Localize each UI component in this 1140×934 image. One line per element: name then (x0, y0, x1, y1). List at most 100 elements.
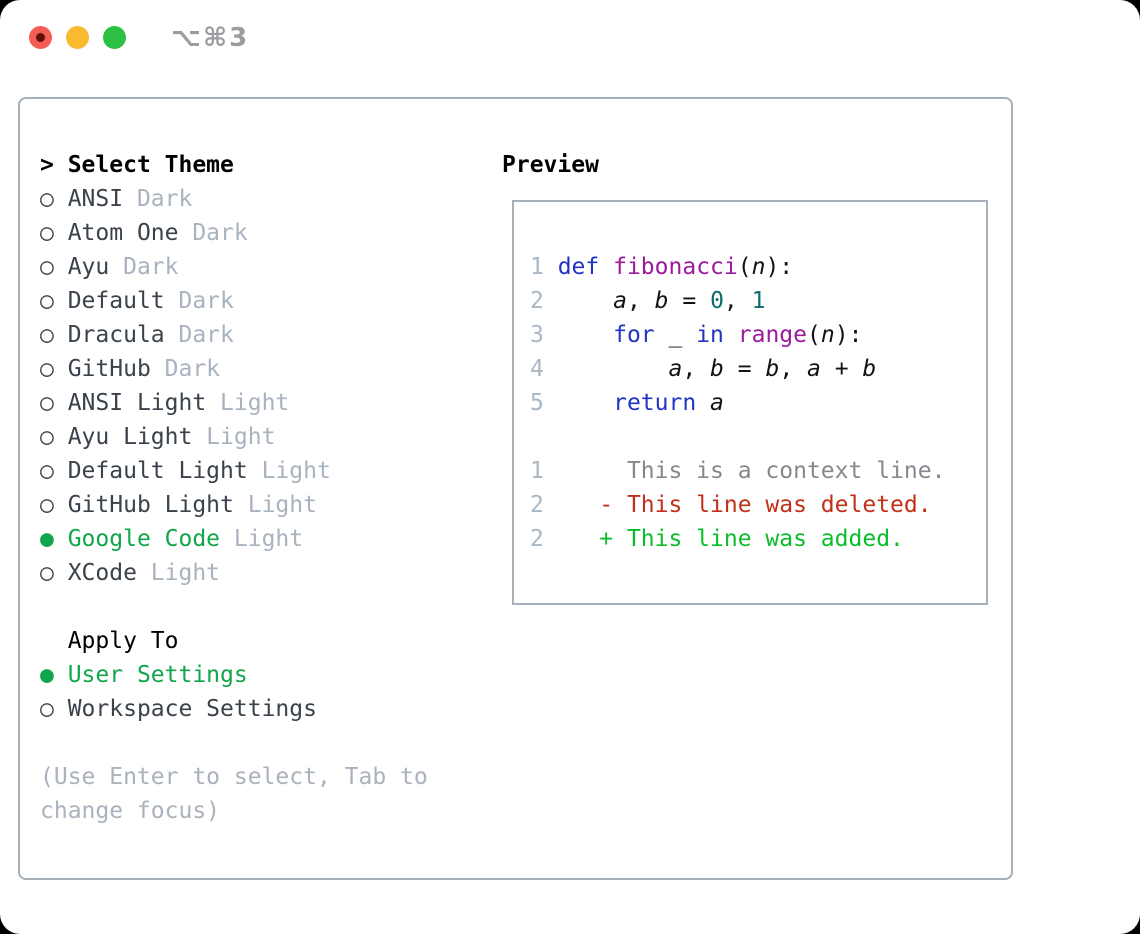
radio-icon: ○ (40, 424, 68, 450)
line-number: 1 (530, 458, 558, 484)
code-token: ( (737, 254, 752, 280)
theme-option-ayu-light[interactable]: ○ Ayu Light Light (40, 420, 502, 454)
apply-option-label: User Settings (67, 662, 248, 688)
theme-variant-badge: Dark (192, 220, 248, 246)
code-token (558, 322, 613, 348)
code-token (558, 288, 613, 314)
theme-list-column: > Select Theme ○ ANSI Dark○ Atom One Dar… (40, 148, 502, 878)
theme-option-github[interactable]: ○ GitHub Dark (40, 352, 502, 386)
code-token: return (613, 390, 697, 416)
code-token: range (737, 322, 807, 348)
theme-option-atom-one[interactable]: ○ Atom One Dark (40, 216, 502, 250)
theme-variant-badge: Dark (178, 288, 234, 314)
line-number: 3 (530, 322, 558, 348)
theme-variant-badge: Light (150, 560, 221, 586)
radio-icon: ○ (40, 186, 68, 212)
theme-name: Atom One (67, 220, 193, 246)
theme-variant-badge: Light (261, 458, 331, 484)
theme-variant-badge: Dark (123, 254, 179, 280)
theme-variant-badge: Dark (164, 356, 221, 382)
code-token: for (613, 322, 655, 348)
apply-option-label: Workspace Settings (67, 696, 317, 722)
code-token: ): (834, 322, 863, 348)
theme-selector-panel: > Select Theme ○ ANSI Dark○ Atom One Dar… (18, 97, 1013, 880)
apply-to-header: Apply To (67, 628, 179, 654)
code-token: n (751, 254, 766, 280)
theme-variant-badge: Dark (136, 186, 193, 212)
code-token: b (710, 356, 724, 382)
theme-option-google-code[interactable]: ● Google Code Light (40, 522, 502, 556)
theme-name: GitHub Light (67, 492, 248, 518)
cursor-caret-icon: > (40, 152, 68, 178)
theme-option-default-light[interactable]: ○ Default Light Light (40, 454, 502, 488)
radio-icon: ○ (40, 288, 68, 314)
code-line: 2 a, b = 0, 1 (530, 284, 986, 318)
line-number: 2 (530, 288, 558, 314)
code-token (558, 390, 613, 416)
code-token: a (668, 356, 683, 382)
code-line: 3 for _ in range(n): (530, 318, 986, 352)
code-token: a (710, 390, 724, 416)
theme-option-github-light[interactable]: ○ GitHub Light Light (40, 488, 502, 522)
theme-variant-badge: Dark (178, 322, 234, 348)
radio-selected-icon: ● (40, 662, 68, 688)
code-token: ): (765, 254, 794, 280)
theme-list: ○ ANSI Dark○ Atom One Dark○ Ayu Dark○ De… (40, 182, 502, 590)
close-button-icon[interactable] (29, 26, 52, 49)
diff-text: This is a context line. (557, 458, 946, 484)
radio-icon: ○ (40, 696, 68, 722)
apply-option-user-settings[interactable]: ● User Settings (40, 658, 502, 692)
code-token: , (626, 288, 655, 314)
diff-text: - This line was deleted. (557, 492, 932, 518)
radio-icon: ○ (40, 254, 68, 280)
theme-name: GitHub (67, 356, 165, 382)
radio-icon: ○ (40, 560, 68, 586)
code-line: 4 a, b = b, a + b (530, 352, 986, 386)
code-token: a (613, 288, 627, 314)
radio-selected-icon: ● (40, 526, 68, 552)
preview-title: Preview (502, 152, 599, 178)
minimize-button-icon[interactable] (66, 26, 89, 49)
radio-icon: ○ (40, 390, 68, 416)
code-line: 5 return a (530, 386, 986, 420)
code-token (696, 390, 710, 416)
theme-name: Dracula (67, 322, 179, 348)
line-number: 5 (530, 390, 558, 416)
window-title: ⌥⌘3 (171, 23, 250, 53)
theme-variant-badge: Light (233, 526, 304, 552)
theme-option-ayu[interactable]: ○ Ayu Dark (40, 250, 502, 284)
apply-option-workspace-settings[interactable]: ○ Workspace Settings (40, 692, 502, 726)
code-token: 1 (751, 288, 766, 314)
line-number: 2 (530, 492, 558, 518)
blank-line (530, 420, 986, 454)
radio-icon: ○ (40, 492, 68, 518)
theme-name: ANSI Light (67, 390, 221, 416)
radio-icon: ○ (40, 322, 68, 348)
code-token: _ (654, 322, 697, 348)
keyboard-hint: (Use Enter to select, Tab to change focu… (40, 764, 428, 824)
code-token: a (807, 356, 821, 382)
theme-option-ansi[interactable]: ○ ANSI Dark (40, 182, 502, 216)
line-number: 4 (530, 356, 558, 382)
code-token: b (765, 356, 780, 382)
line-number: 2 (530, 526, 558, 552)
theme-option-dracula[interactable]: ○ Dracula Dark (40, 318, 502, 352)
code-token: def (557, 254, 600, 280)
line-number: 1 (530, 254, 558, 280)
radio-icon: ○ (40, 356, 68, 382)
theme-name: Ayu Light (67, 424, 207, 450)
code-token (558, 356, 669, 382)
theme-variant-badge: Light (220, 390, 290, 416)
code-token: , (682, 356, 711, 382)
diff-line-context: 1 This is a context line. (530, 454, 986, 488)
theme-name: XCode (67, 560, 151, 586)
theme-option-ansi-light[interactable]: ○ ANSI Light Light (40, 386, 502, 420)
theme-option-default[interactable]: ○ Default Dark (40, 284, 502, 318)
apply-to-list: ● User Settings○ Workspace Settings (40, 658, 502, 726)
theme-option-xcode[interactable]: ○ XCode Light (40, 556, 502, 590)
select-theme-header: > Select Theme (40, 148, 502, 182)
radio-icon: ○ (40, 458, 68, 484)
zoom-button-icon[interactable] (103, 26, 126, 49)
